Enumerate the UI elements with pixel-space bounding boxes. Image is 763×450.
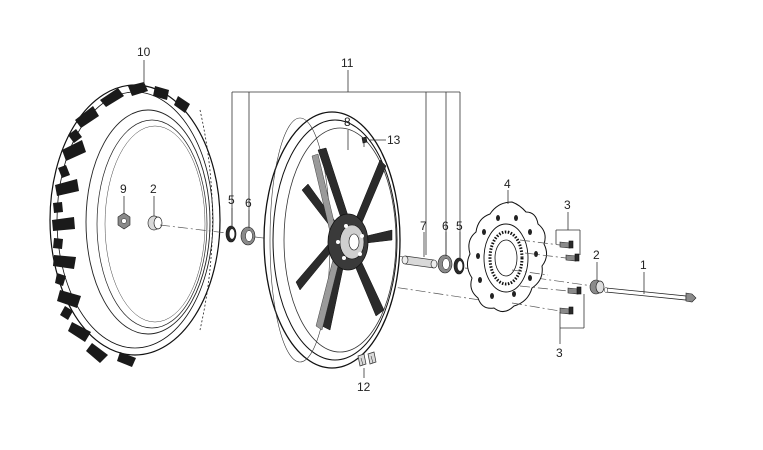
callout-1: 1 xyxy=(640,258,647,272)
leader-lines xyxy=(123,60,645,378)
spacer-collar-right xyxy=(589,279,605,295)
callout-6-right: 6 xyxy=(442,219,449,233)
axle-nut xyxy=(117,212,131,230)
callout-7: 7 xyxy=(420,219,427,233)
wheel-bearing-left xyxy=(240,226,256,246)
oil-seal-left xyxy=(225,225,237,243)
spacer-collar-left xyxy=(147,215,163,231)
callout-6-left: 6 xyxy=(245,196,252,210)
callout-5-left: 5 xyxy=(228,193,235,207)
oil-seal-right xyxy=(453,257,465,275)
axle-bolt xyxy=(604,287,697,303)
wheel-bearing-right xyxy=(437,254,453,274)
callout-5-right: 5 xyxy=(456,219,463,233)
balance-weights xyxy=(357,351,377,367)
brake-disc xyxy=(466,201,548,312)
callout-3-bottom: 3 xyxy=(556,346,563,360)
callout-8: 8 xyxy=(344,115,351,129)
callout-2-left: 2 xyxy=(150,182,157,196)
callout-9: 9 xyxy=(120,182,127,196)
callout-labels: 10 11 8 13 9 2 5 6 7 6 5 4 3 2 1 3 12 xyxy=(120,45,647,394)
callout-13: 13 xyxy=(387,133,401,147)
callout-10: 10 xyxy=(137,45,151,59)
callout-2-right: 2 xyxy=(593,248,600,262)
callout-11: 11 xyxy=(341,56,354,70)
air-valve xyxy=(361,136,368,147)
tire xyxy=(49,82,221,367)
callout-3-top: 3 xyxy=(564,198,571,212)
disc-bolts xyxy=(511,239,582,315)
callout-12: 12 xyxy=(357,380,371,394)
wheel-rim xyxy=(263,111,401,369)
bearing-spacer xyxy=(401,255,438,269)
callout-4: 4 xyxy=(504,177,511,191)
